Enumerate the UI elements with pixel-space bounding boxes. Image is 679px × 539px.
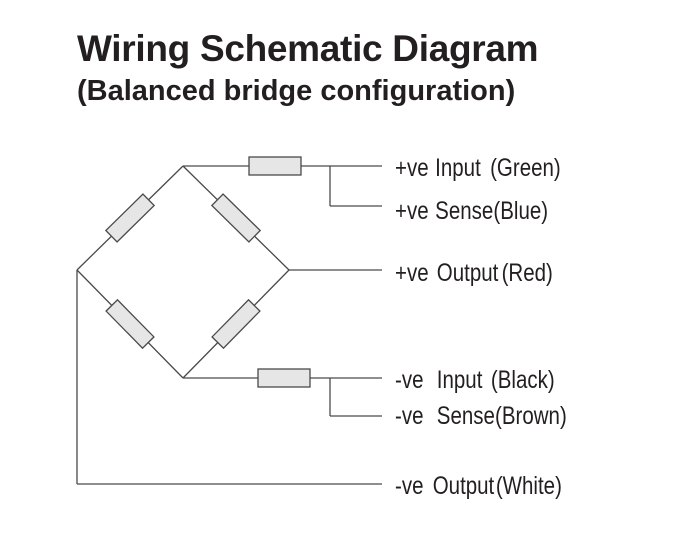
resistor-top-right [210, 193, 262, 243]
terminal-wire-color: (White) [496, 471, 562, 499]
terminal-label-pos-sense: +ve Sense (Blue) [395, 196, 548, 224]
terminal-name: Sense [435, 196, 493, 224]
terminal-polarity: +ve [395, 258, 429, 286]
diagram-subtitle: (Balanced bridge configuration) [77, 75, 516, 107]
bridge-resistors [104, 193, 262, 350]
terminal-labels: +ve Input (Green) +ve Sense (Blue) +ve O… [395, 153, 567, 499]
terminal-polarity: -ve [395, 471, 423, 499]
terminal-polarity: -ve [395, 401, 423, 429]
terminal-name: Input [435, 153, 481, 181]
terminal-name: Input [437, 365, 483, 393]
terminal-polarity: +ve [395, 196, 429, 224]
positive-excitation-wiring [183, 156, 382, 207]
negative-output-wiring [76, 270, 382, 485]
terminal-name: Sense [437, 401, 495, 429]
bridge-diamond [76, 165, 290, 379]
terminal-wire-color: (Brown) [495, 401, 567, 429]
terminal-label-pos-input: +ve Input (Green) [395, 153, 561, 181]
resistor-top-left [104, 193, 156, 243]
terminal-name: Output [433, 471, 495, 499]
pos-compensation-resistor [248, 156, 302, 176]
terminal-wire-color: (Blue) [493, 196, 548, 224]
resistor-bottom-right [211, 298, 261, 350]
terminal-wire-color: (Black) [491, 365, 555, 393]
terminal-label-neg-input: -ve Input (Black) [395, 365, 555, 393]
neg-compensation-resistor [257, 368, 311, 388]
terminal-label-pos-output: +ve Output (Red) [395, 258, 553, 286]
terminal-label-neg-output: -ve Output (White) [395, 471, 562, 499]
diagram-title: Wiring Schematic Diagram [77, 28, 539, 69]
terminal-polarity: +ve [395, 153, 429, 181]
terminal-polarity: -ve [395, 365, 423, 393]
resistor-bottom-left [105, 298, 155, 350]
terminal-wire-color: (Red) [502, 258, 553, 286]
terminal-name: Output [437, 258, 499, 286]
terminal-label-neg-sense: -ve Sense (Brown) [395, 401, 567, 429]
negative-excitation-wiring [183, 368, 382, 417]
terminal-wire-color: (Green) [490, 153, 561, 181]
